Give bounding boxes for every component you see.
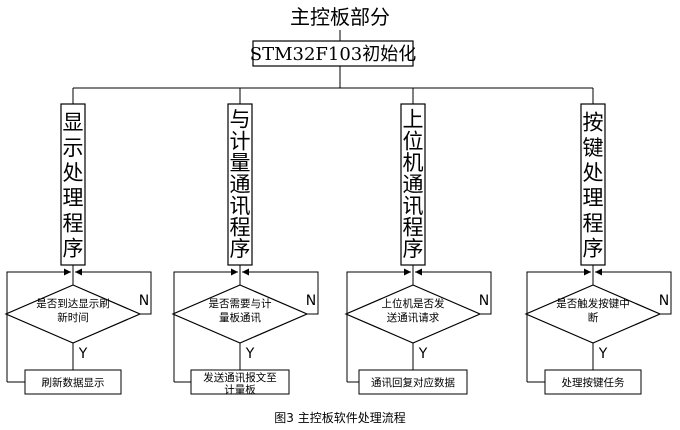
no-return-loop <box>75 268 152 315</box>
yes-return-loop <box>173 268 238 382</box>
yes-label: Y <box>418 346 428 362</box>
decision-text-line: 断 <box>588 311 599 324</box>
action-text-line: 刷新数据显示 <box>42 376 105 389</box>
program-label: 与计量通讯程序 <box>230 108 251 261</box>
action-box <box>24 369 122 395</box>
decision-text-line: 量板通讯 <box>219 311 261 324</box>
action-text-line: 通讯回复对应数据 <box>371 376 455 389</box>
no-return-loop <box>595 268 672 315</box>
no-return-loop <box>415 268 492 315</box>
no-label: N <box>659 293 669 309</box>
action-text-line: 处理按键任务 <box>562 376 625 389</box>
action-text-line: 发送通讯报文至 <box>203 371 277 384</box>
yes-return-loop <box>346 268 411 382</box>
decision-text-line: 上位机是否发 <box>382 297 445 310</box>
yes-return-loop <box>526 268 591 382</box>
program-box <box>400 103 426 266</box>
init-box-label: STM32F103初始化 <box>250 44 417 65</box>
init-box <box>252 40 414 67</box>
yes-label: Y <box>245 346 255 362</box>
decision-text-line: 新时间 <box>57 311 89 324</box>
program-label: 显示处理程序 <box>63 111 84 261</box>
decision-text-line: 是否需要与计 <box>209 297 272 310</box>
program-label: 按键处理程序 <box>583 111 604 261</box>
no-label: N <box>306 293 316 309</box>
decision-text-line: 是否到达显示刷 <box>36 297 110 310</box>
program-box <box>227 103 253 266</box>
yes-label: Y <box>598 346 608 362</box>
action-box <box>544 369 642 395</box>
yes-return-loop <box>6 268 71 382</box>
decision-text-line: 是否触发按键中 <box>556 297 630 310</box>
program-label: 上位机通讯程序 <box>403 108 424 261</box>
action-box <box>190 369 290 395</box>
diagram-title: 主控板部分 <box>290 5 390 29</box>
no-label: N <box>139 293 149 309</box>
yes-label: Y <box>78 346 88 362</box>
figure-caption: 图3 主控板软件处理流程 <box>274 410 405 425</box>
no-label: N <box>479 293 489 309</box>
action-text-line: 计量板 <box>224 383 256 396</box>
program-box <box>580 103 606 266</box>
decision-text-line: 送通讯请求 <box>387 311 440 324</box>
no-return-loop <box>242 268 319 315</box>
